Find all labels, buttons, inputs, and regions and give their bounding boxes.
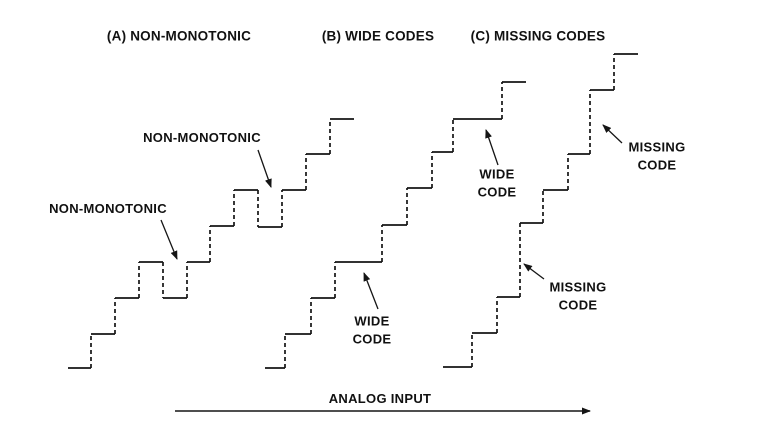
missing-code-lower-arrow [523, 263, 545, 280]
staircase-c-missing-codes [443, 53, 638, 368]
staircase-b-wide-codes [265, 81, 526, 369]
annotation-non-monotonic-upper: NON-MONOTONIC [143, 129, 261, 145]
missing-code-upper-arrow [602, 124, 623, 144]
panel-a-title: (A) NON-MONOTONIC [106, 28, 252, 44]
analog-input-axis-label: ANALOG INPUT [328, 390, 432, 406]
annotation-non-monotonic-lower: NON-MONOTONIC [49, 200, 167, 216]
annotation-missing-code-lower: MISSING CODE [549, 279, 607, 313]
panel-c-title: (C) MISSING CODES [470, 28, 606, 44]
wide-code-lower-arrow [363, 272, 379, 310]
panel-b-title: (B) WIDE CODES [321, 28, 435, 44]
annotation-missing-code-upper: MISSING CODE [628, 139, 686, 173]
annotation-wide-code-lower: WIDE CODE [352, 313, 392, 347]
staircase-a-non-monotonic [68, 118, 354, 369]
non-monotonic-lower-arrow [160, 219, 178, 260]
non-monotonic-upper-arrow [257, 149, 272, 188]
wide-code-upper-arrow [485, 129, 499, 166]
annotation-wide-code-upper: WIDE CODE [477, 166, 517, 200]
